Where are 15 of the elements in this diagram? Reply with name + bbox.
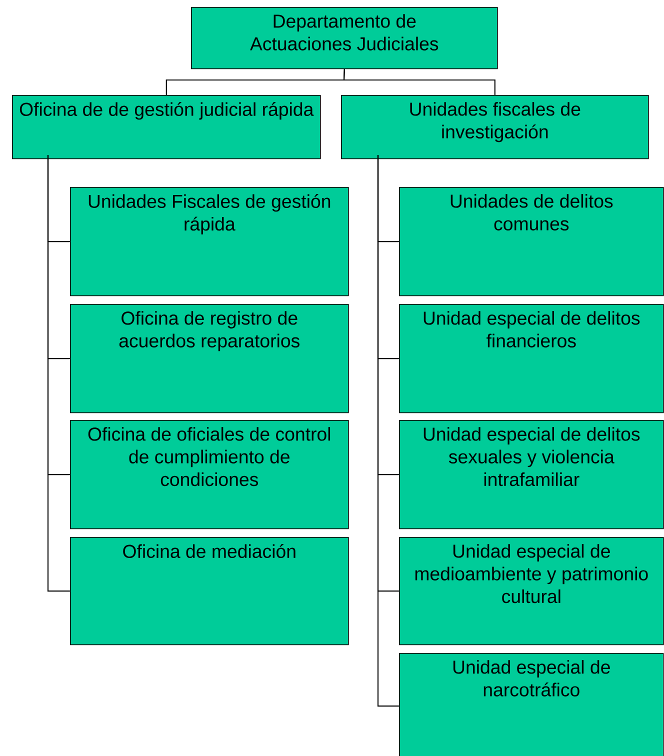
unit-box: Unidad especial de delitos financieros [399,304,664,414]
unit-box: Unidad especial de medioambiente y patrimonio cultural [399,537,664,646]
unit-box: Unidades Fiscales de gestión rápida [70,187,349,296]
office-box: Oficina de de gestión judicial rápida [12,95,321,160]
unit-box: Oficina de mediación [70,537,349,646]
unit-box: Unidades de delitos comunes [399,187,664,296]
unit-box: Oficina de oficiales de control de cumplimiento de condiciones [70,420,349,530]
unit-box: Unidades fiscales de investigación [341,95,649,160]
department-box: Departamento de Actuaciones Judiciales [191,7,498,70]
unit-box: Oficina de registro de acuerdos reparatorios [70,304,349,414]
connector-line [343,69,496,95]
connector-line [47,155,70,592]
unit-box: Unidad especial de narcotráfico [399,653,664,756]
unit-box: Unidad especial de delitos sexuales y violencia intrafamiliar [399,420,664,530]
connector-line [377,155,399,707]
